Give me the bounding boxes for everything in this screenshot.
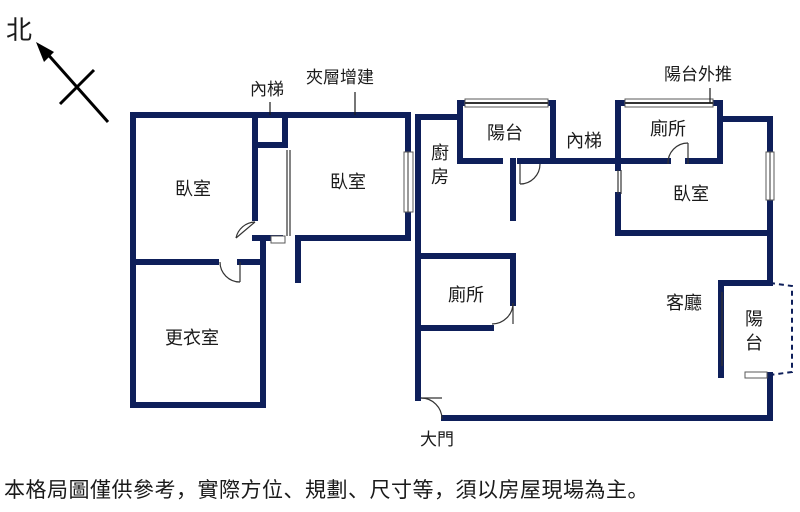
compass-icon bbox=[36, 42, 110, 123]
bedroom-mid-label: 臥室 bbox=[330, 172, 366, 193]
toilet-center-label: 廁所 bbox=[448, 285, 484, 306]
balcony-extension-dashed bbox=[769, 282, 793, 376]
toilet-top-label: 廁所 bbox=[650, 119, 686, 140]
disclaimer-text: 本格局圖僅供參考，實際方位、規劃、尺寸等，須以房屋現場為主。 bbox=[4, 478, 649, 502]
balcony-right-label: 陽台 bbox=[745, 309, 763, 354]
right-block-doors bbox=[420, 142, 723, 420]
inner-stair-callout: 內梯 bbox=[250, 80, 284, 100]
callout-leaders bbox=[269, 88, 711, 115]
balcony-push-out-callout: 陽台外推 bbox=[664, 65, 732, 85]
windows bbox=[270, 98, 775, 379]
dressing-room-label: 更衣室 bbox=[165, 328, 219, 349]
balcony-top-label: 陽台 bbox=[487, 123, 523, 144]
bedroom-right-label: 臥室 bbox=[673, 184, 709, 205]
bedroom-left-label: 臥室 bbox=[175, 179, 211, 200]
living-room-label: 客廳 bbox=[666, 293, 702, 314]
main-door-callout: 大門 bbox=[420, 430, 454, 450]
left-block-doors bbox=[219, 150, 291, 283]
north-label: 北 bbox=[6, 16, 33, 46]
kitchen-label: 廚房 bbox=[431, 143, 449, 188]
inner-stair-label: 內梯 bbox=[566, 131, 602, 152]
left-block-walls bbox=[130, 112, 411, 408]
mezzanine-addition-callout: 夾層增建 bbox=[306, 68, 374, 88]
